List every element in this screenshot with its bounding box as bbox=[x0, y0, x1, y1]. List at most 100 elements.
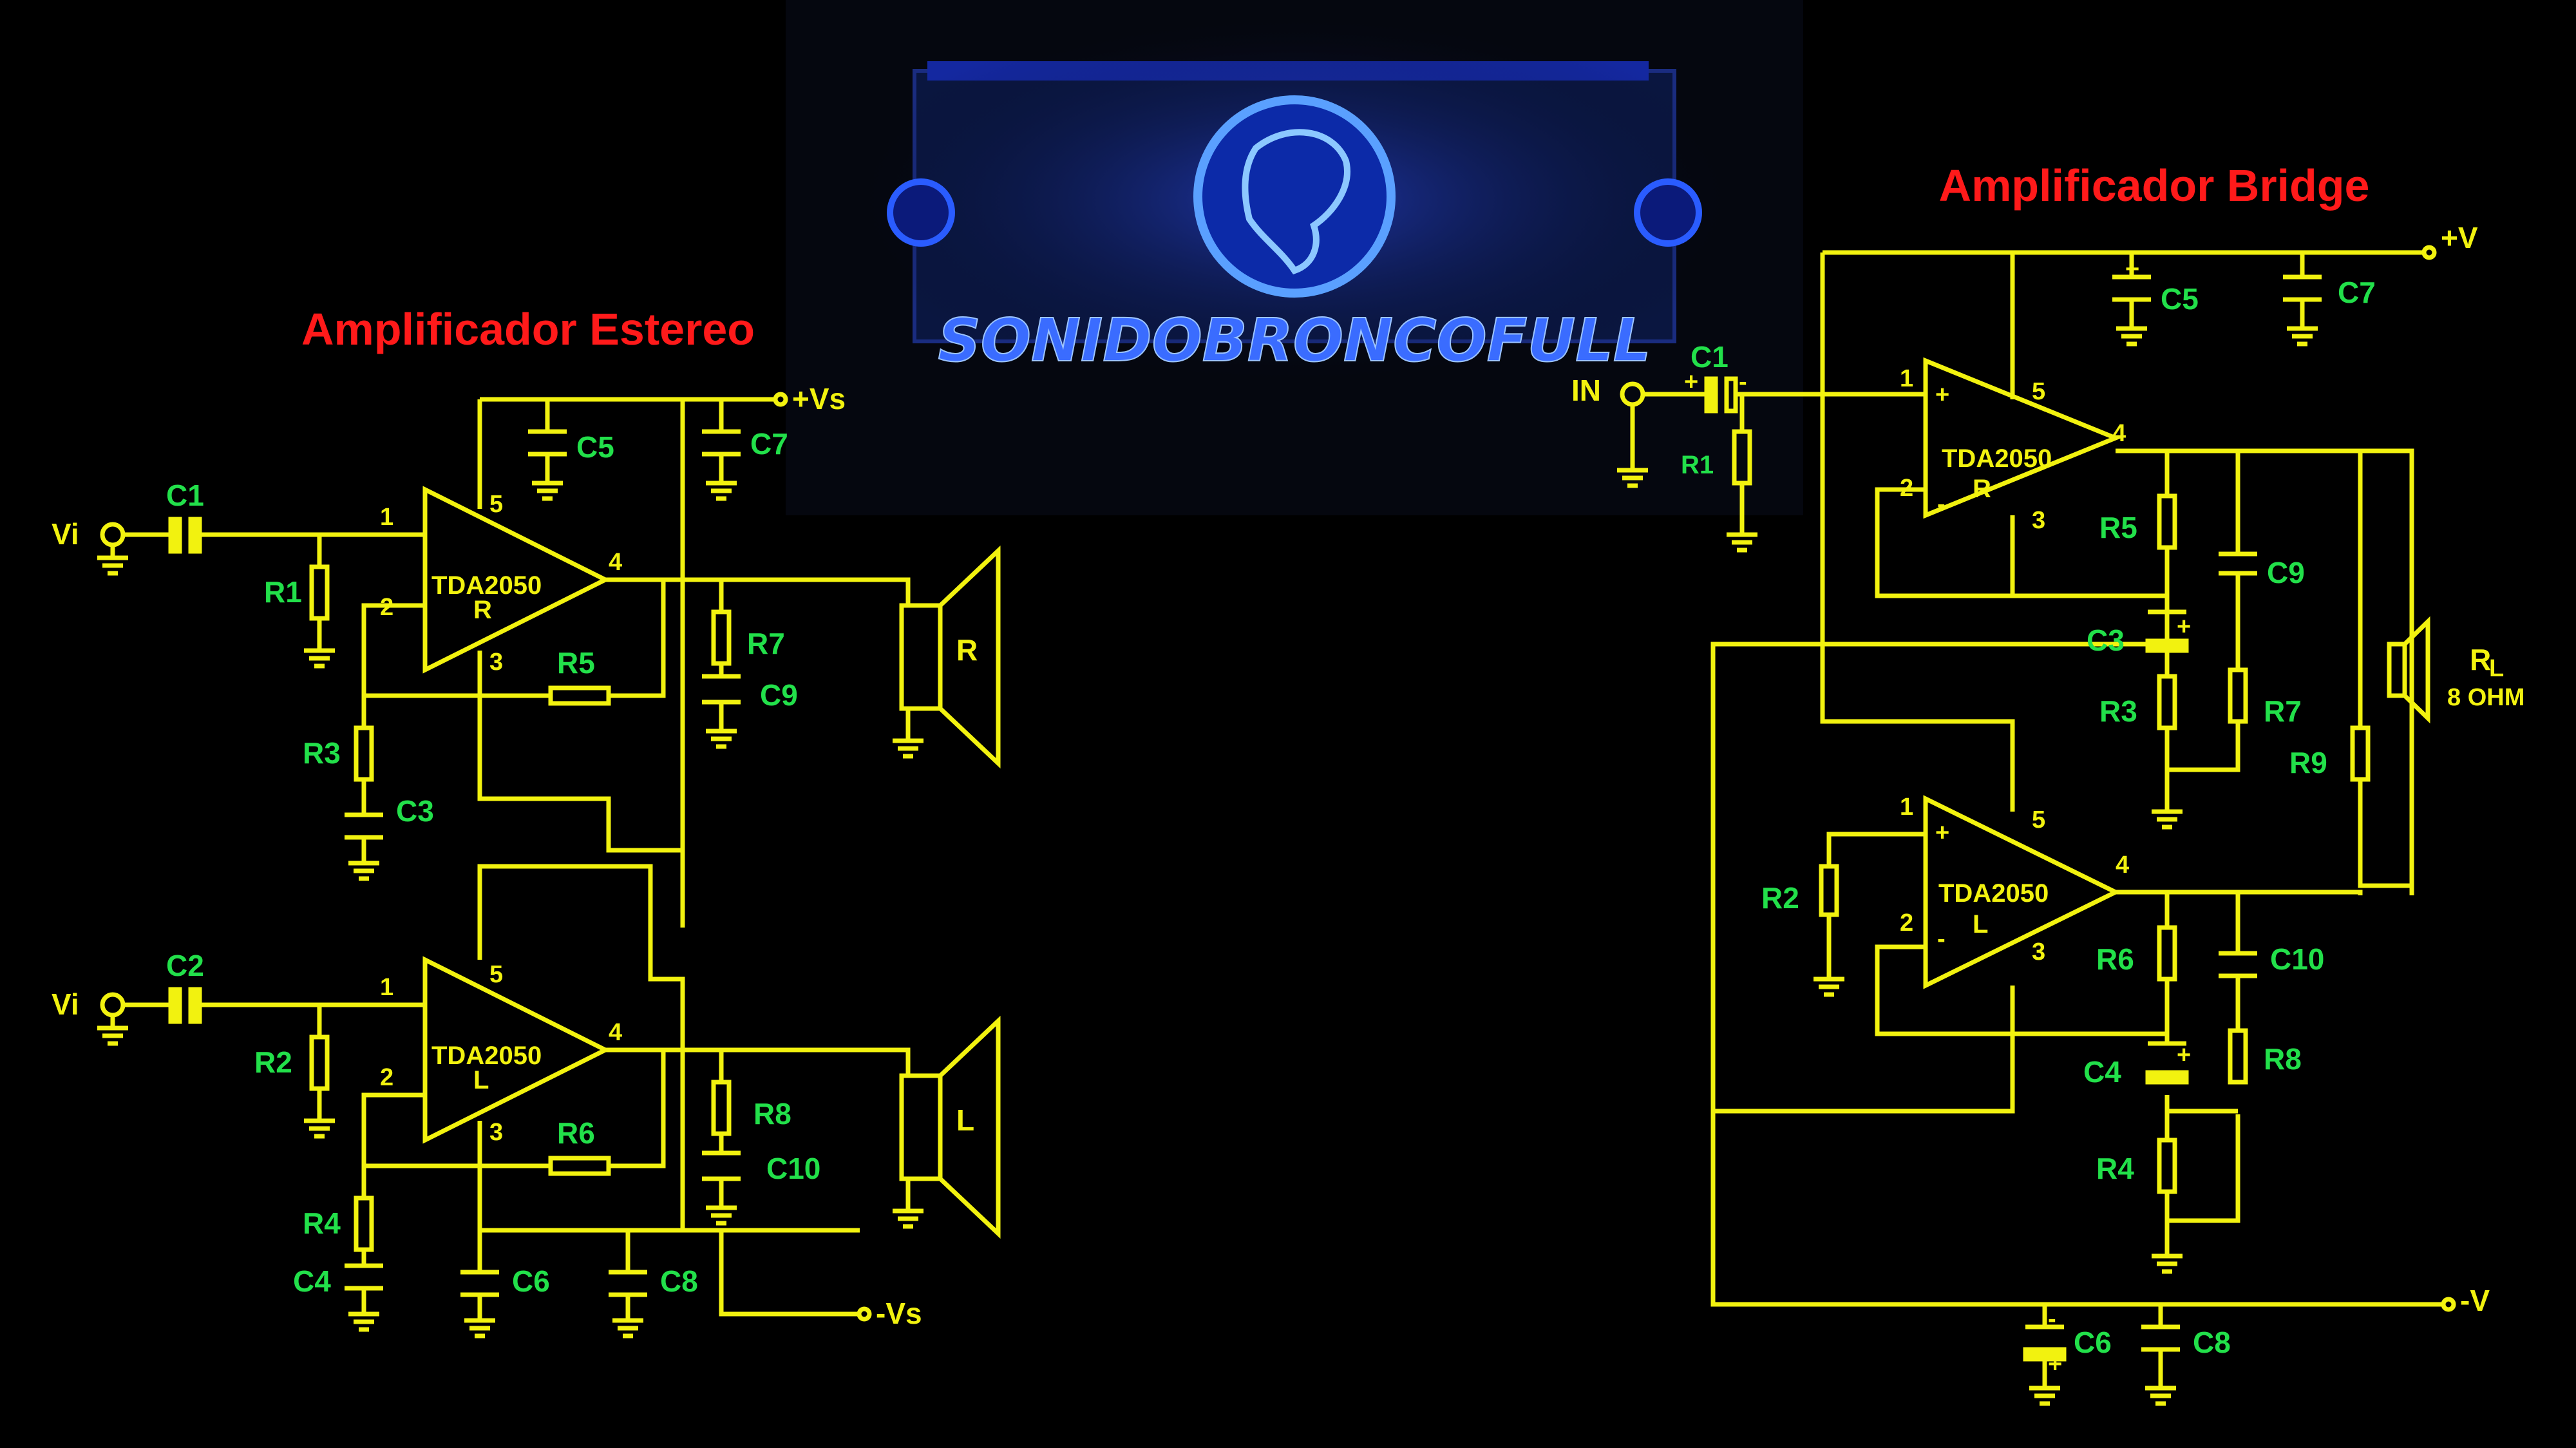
bridge-chip-channel-l: L bbox=[1973, 910, 1988, 938]
label-r2: R2 bbox=[254, 1045, 292, 1079]
speaker-r-label: R bbox=[956, 633, 978, 667]
label-c10: C10 bbox=[766, 1152, 820, 1185]
label-c8: C8 bbox=[660, 1264, 698, 1298]
label-r3: R3 bbox=[303, 736, 341, 770]
bridge-pin-2-l: 2 bbox=[1900, 910, 1913, 937]
bridge-c1-minus: - bbox=[1739, 368, 1747, 395]
bridge-pin-5-l: 5 bbox=[2032, 806, 2045, 834]
bridge-pin-1-r: 1 bbox=[1900, 365, 1913, 392]
stereo-schematic bbox=[100, 392, 911, 1322]
bridge-label-c1: C1 bbox=[1690, 340, 1728, 374]
pin-3-r: 3 bbox=[489, 649, 503, 676]
pin-1-r: 1 bbox=[380, 504, 393, 531]
bridge-c1-plus: + bbox=[1684, 368, 1698, 395]
bridge-load-sub: L bbox=[2489, 655, 2504, 682]
op-amp-r bbox=[422, 486, 611, 674]
bridge-rail-pos: +V bbox=[2441, 221, 2478, 254]
pin-4-r: 4 bbox=[609, 549, 622, 576]
bridge-c3-plus: + bbox=[2177, 613, 2191, 640]
bridge-pin-plus-l: + bbox=[1935, 819, 1949, 846]
bridge-pin-2-r: 2 bbox=[1900, 475, 1913, 502]
bridge-label-r3: R3 bbox=[2099, 694, 2137, 728]
label-c3: C3 bbox=[396, 794, 434, 828]
label-r7: R7 bbox=[747, 627, 785, 660]
label-c7: C7 bbox=[750, 427, 788, 461]
label-c4: C4 bbox=[293, 1264, 331, 1298]
bridge-label-c10: C10 bbox=[2270, 942, 2324, 976]
label-r1: R1 bbox=[264, 575, 302, 609]
bridge-label-r8: R8 bbox=[2264, 1042, 2302, 1076]
bridge-label-r1: R1 bbox=[1681, 451, 1714, 479]
input-vi-l: Vi bbox=[52, 987, 79, 1021]
bridge-pin-plus-r: + bbox=[1935, 381, 1949, 408]
stereo-grounds bbox=[97, 470, 923, 1336]
chip-channel-r: R bbox=[473, 596, 492, 624]
bridge-load-name: R bbox=[2470, 643, 2491, 676]
bridge-label-r2: R2 bbox=[1761, 881, 1799, 915]
label-c2: C2 bbox=[166, 949, 204, 982]
right-speaker-ring-icon bbox=[1634, 178, 1702, 247]
label-r8: R8 bbox=[753, 1097, 791, 1130]
label-c9: C9 bbox=[760, 678, 798, 712]
bridge-pin-3-r: 3 bbox=[2032, 507, 2045, 534]
label-c6: C6 bbox=[512, 1264, 550, 1298]
chip-label-l: TDA2050 bbox=[431, 1042, 542, 1070]
chip-label-r: TDA2050 bbox=[431, 571, 542, 600]
bridge-schematic bbox=[1620, 245, 2456, 1327]
logo-panel: SONIDOBRONCOFULL bbox=[786, 0, 1803, 515]
input-vi-r: Vi bbox=[52, 517, 79, 551]
bridge-pin-1-l: 1 bbox=[1900, 794, 1913, 821]
bridge-label-r5: R5 bbox=[2099, 511, 2137, 544]
pin-5-l: 5 bbox=[489, 961, 503, 988]
bridge-pin-3-l: 3 bbox=[2032, 938, 2045, 966]
pin-1-l: 1 bbox=[380, 974, 393, 1001]
bridge-label-c3: C3 bbox=[2087, 624, 2125, 657]
stereo-title: Amplificador Estereo bbox=[301, 304, 755, 354]
bridge-load-value: 8 OHM bbox=[2447, 684, 2524, 711]
bridge-chip-label-l: TDA2050 bbox=[1938, 879, 2049, 908]
label-c1: C1 bbox=[166, 479, 204, 512]
pin-3-l: 3 bbox=[489, 1119, 503, 1146]
label-r5: R5 bbox=[557, 646, 595, 680]
bridge-label-c5: C5 bbox=[2161, 282, 2199, 316]
bridge-label-c8: C8 bbox=[2193, 1326, 2231, 1359]
logo-text: SONIDOBRONCOFULL bbox=[938, 306, 1651, 375]
chip-channel-l: L bbox=[473, 1066, 489, 1094]
bridge-label-c9: C9 bbox=[2267, 556, 2305, 589]
op-amp-l bbox=[422, 956, 611, 1144]
bridge-label-c6: C6 bbox=[2074, 1326, 2112, 1359]
bridge-label-c4: C4 bbox=[2083, 1055, 2121, 1089]
label-r4: R4 bbox=[303, 1206, 341, 1240]
bridge-input-label: IN bbox=[1571, 374, 1601, 407]
bridge-label-r4: R4 bbox=[2096, 1152, 2134, 1185]
bridge-pin-5-r: 5 bbox=[2032, 378, 2045, 405]
bridge-c4-plus: + bbox=[2177, 1042, 2191, 1069]
bridge-c6-plus: + bbox=[2048, 1351, 2062, 1378]
label-c5: C5 bbox=[576, 430, 614, 464]
bridge-pin-minus-r: - bbox=[1937, 491, 1946, 518]
left-speaker-ring-icon bbox=[887, 178, 955, 247]
pin-2-r: 2 bbox=[380, 594, 393, 621]
pin-2-l: 2 bbox=[380, 1064, 393, 1091]
bridge-op-amp-l bbox=[1923, 795, 2121, 989]
stereo-components bbox=[168, 429, 1001, 1308]
bridge-pin-4-r: 4 bbox=[2112, 420, 2126, 447]
bridge-chip-channel-r: R bbox=[1973, 475, 1991, 503]
bridge-c5-plus: + bbox=[2125, 256, 2139, 283]
bridge-chip-label-r: TDA2050 bbox=[1942, 444, 2052, 473]
bridge-label-r7: R7 bbox=[2264, 694, 2302, 728]
rail-pos: +Vs bbox=[792, 382, 846, 415]
bridge-op-amp-r bbox=[1923, 357, 2122, 519]
bridge-title: Amplificador Bridge bbox=[1939, 160, 2370, 211]
bridge-label-r6: R6 bbox=[2096, 942, 2134, 976]
label-r6: R6 bbox=[557, 1116, 595, 1150]
bridge-pin-4-l: 4 bbox=[2116, 852, 2129, 879]
stereo-labels: TDA2050 R TDA2050 L 1 2 3 4 5 1 2 3 4 5 … bbox=[52, 382, 978, 1330]
speaker-l-label: L bbox=[956, 1103, 974, 1137]
rail-neg: -Vs bbox=[876, 1297, 922, 1330]
pin-4-l: 4 bbox=[609, 1019, 622, 1046]
bridge-pin-minus-l: - bbox=[1937, 926, 1946, 953]
bridge-components bbox=[1704, 274, 2430, 1375]
bridge-label-c7: C7 bbox=[2338, 276, 2376, 309]
